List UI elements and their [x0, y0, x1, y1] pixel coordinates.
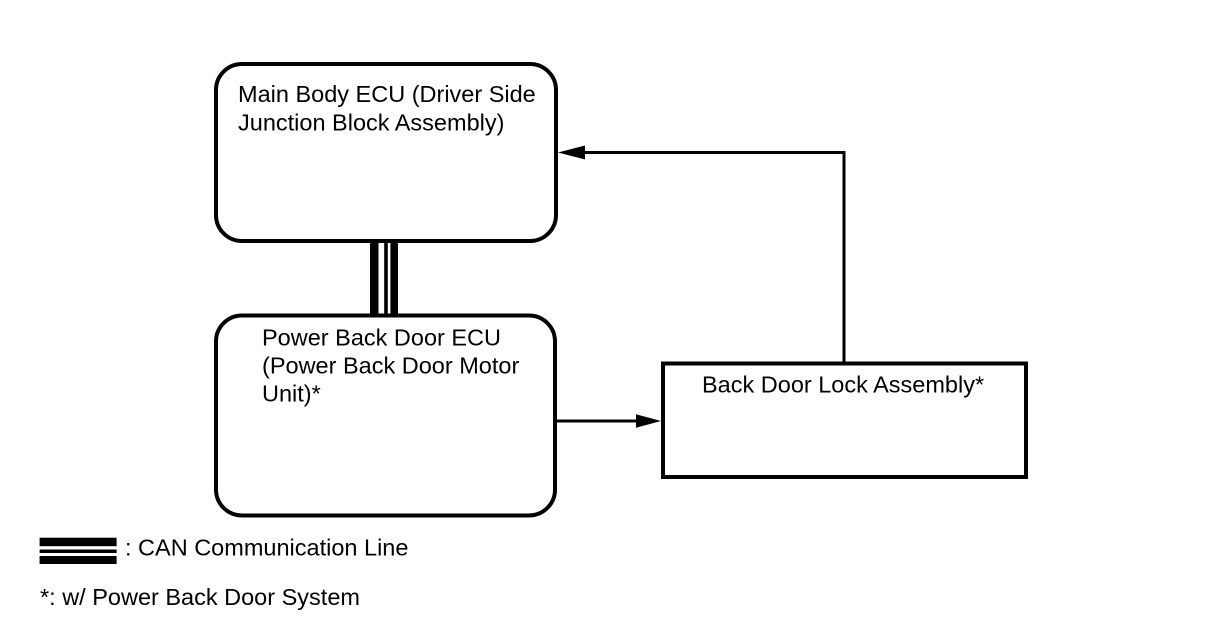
svg-text:Main Body ECU (Driver Side: Main Body ECU (Driver Side: [238, 81, 536, 107]
svg-text:Unit)*: Unit)*: [262, 381, 321, 407]
svg-text:Junction Block Assembly): Junction Block Assembly): [238, 110, 504, 136]
svg-text:: CAN Communication Line: : CAN Communication Line: [125, 535, 408, 561]
svg-text:Power Back Door ECU: Power Back Door ECU: [262, 325, 501, 351]
svg-text:Back Door Lock Assembly*: Back Door Lock Assembly*: [702, 372, 984, 398]
svg-text:(Power Back Door Motor: (Power Back Door Motor: [262, 353, 519, 379]
svg-text:*: w/ Power Back Door System: *: w/ Power Back Door System: [40, 584, 360, 610]
